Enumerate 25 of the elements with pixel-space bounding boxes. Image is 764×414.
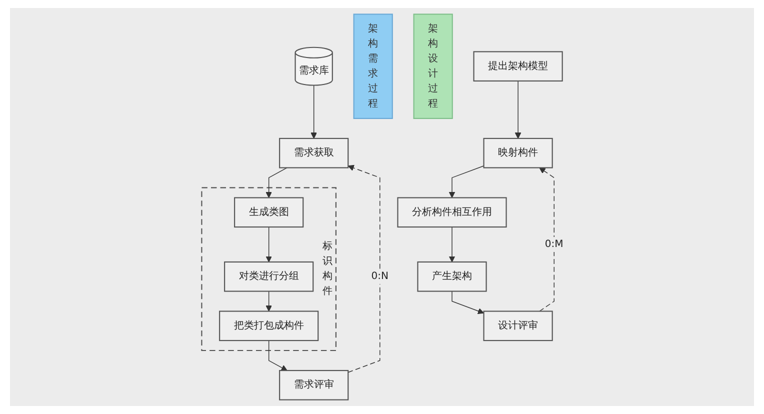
node-box: 设计评审	[482, 310, 552, 342]
arrow	[448, 226, 455, 262]
arrow	[451, 290, 484, 314]
edge-label: 0:N	[370, 270, 388, 282]
arrow	[310, 84, 316, 139]
node-box: 把类打包成构件	[218, 310, 318, 342]
arrow	[265, 226, 272, 262]
edge-label: 0:M	[544, 238, 563, 250]
arrow	[347, 164, 380, 373]
arrow	[538, 167, 554, 312]
node-box: 提出架构模型	[472, 51, 562, 82]
arrow	[448, 166, 484, 198]
arrow	[514, 80, 521, 139]
arrow	[265, 290, 272, 312]
arrow	[268, 340, 287, 371]
node-box: 分析构件相互作用	[396, 197, 506, 228]
node-box: 架构设计过程	[412, 14, 452, 119]
node-box: 需求获取	[278, 138, 348, 168]
node-box: 产生架构	[416, 261, 486, 292]
node-box: 需求评审	[278, 370, 348, 400]
node-box: 生成类图	[234, 197, 304, 228]
node-box: 映射构件	[482, 138, 552, 168]
arrow	[265, 167, 287, 198]
node-box: 架构需求过程	[352, 14, 392, 119]
node-box: 对类进行分组	[224, 261, 314, 292]
